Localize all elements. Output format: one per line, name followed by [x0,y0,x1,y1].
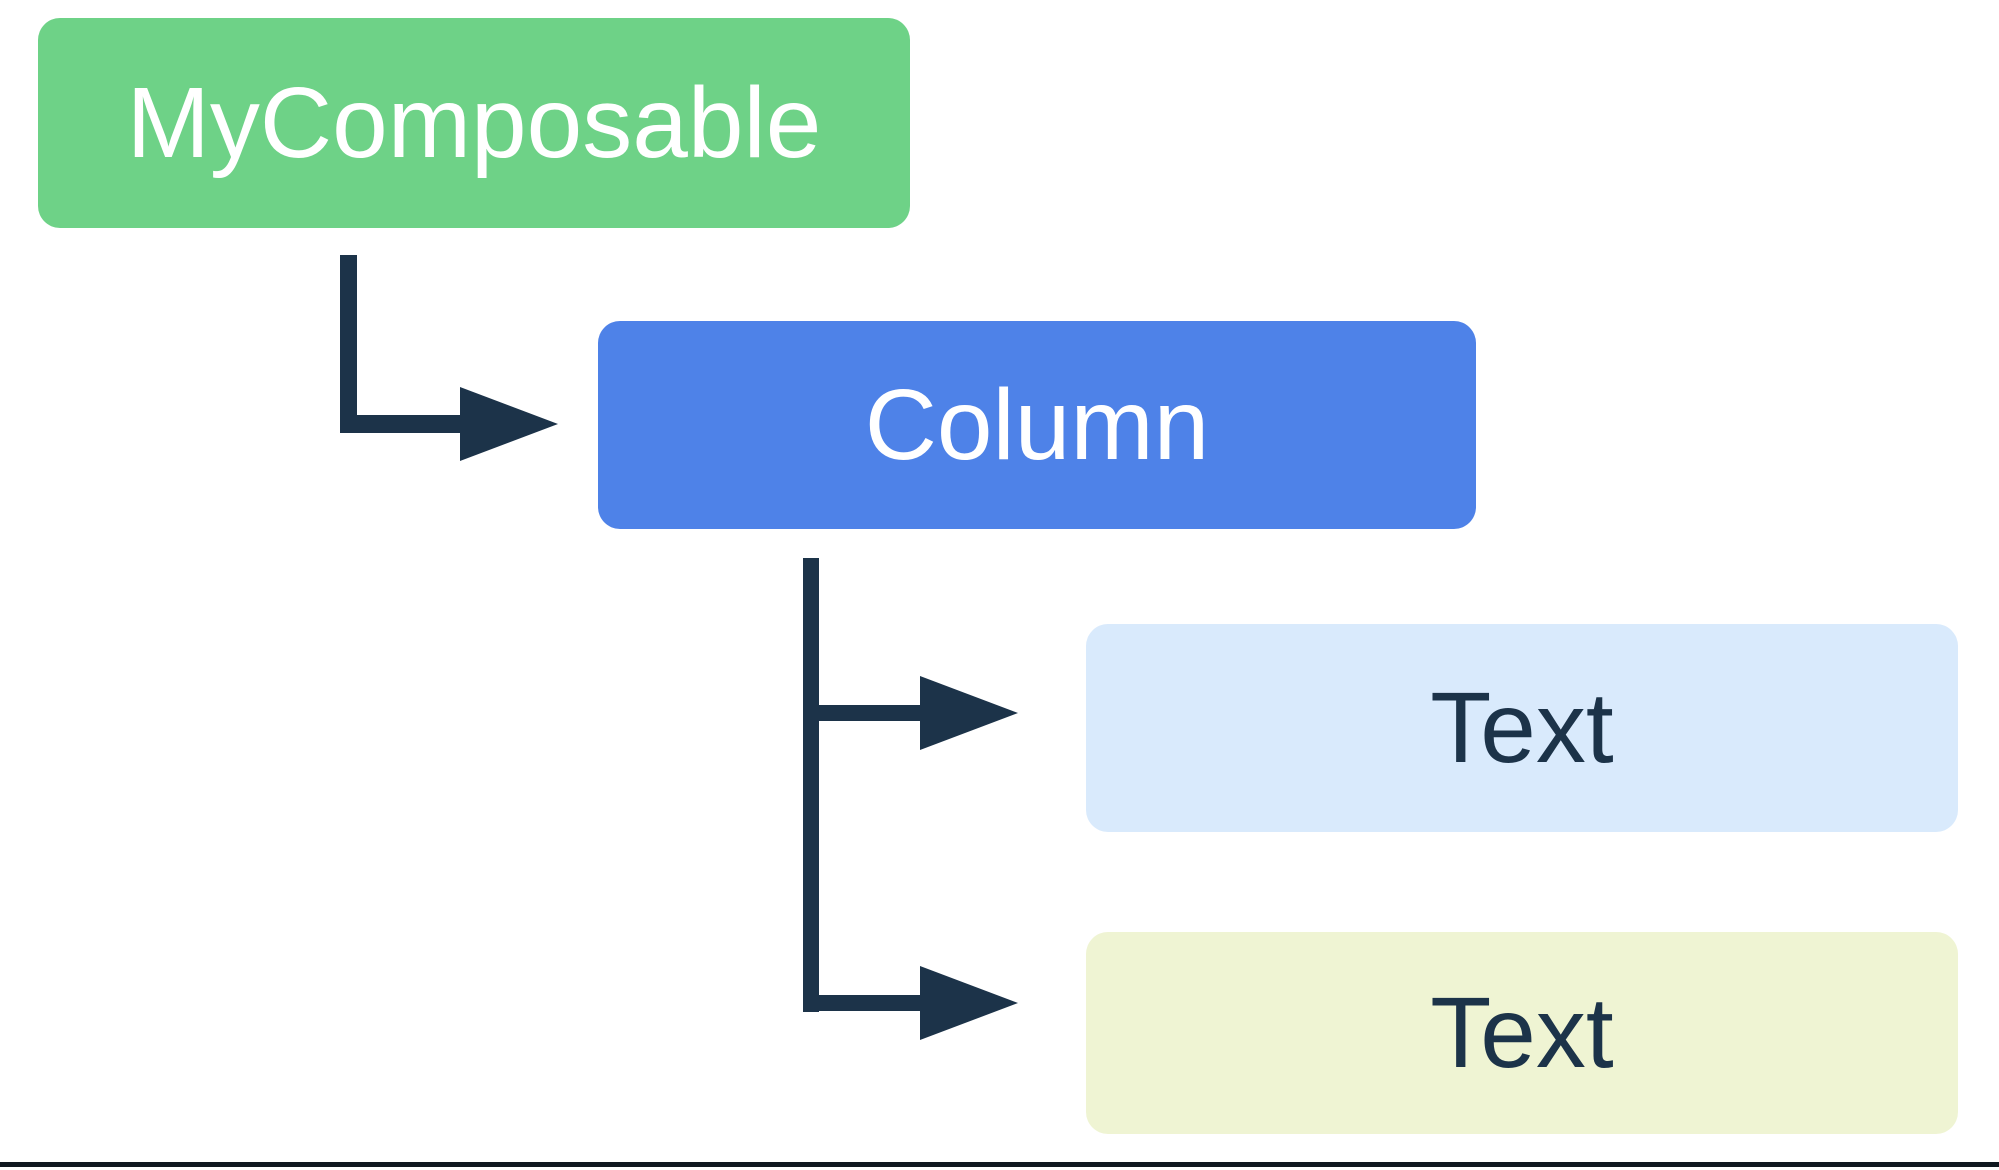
node-column-label: Column [864,369,1210,481]
node-mycomposable-label: MyComposable [126,67,822,179]
node-text-2-label: Text [1430,977,1614,1089]
node-text-1-label: Text [1430,672,1614,784]
arrowhead-icon [920,966,1018,1040]
arrowhead-icon [460,387,558,461]
connector-horizontal-line [803,705,920,721]
node-mycomposable: MyComposable [38,18,910,228]
connector-vertical-line [803,558,819,1012]
node-column: Column [598,321,1476,529]
arrowhead-icon [920,676,1018,750]
connector-horizontal-line [803,995,920,1011]
bottom-border-line [0,1162,1999,1167]
connector-vertical-line [340,255,357,433]
connector-horizontal-line [340,415,462,433]
node-text-2: Text [1086,932,1958,1134]
node-text-1: Text [1086,624,1958,832]
